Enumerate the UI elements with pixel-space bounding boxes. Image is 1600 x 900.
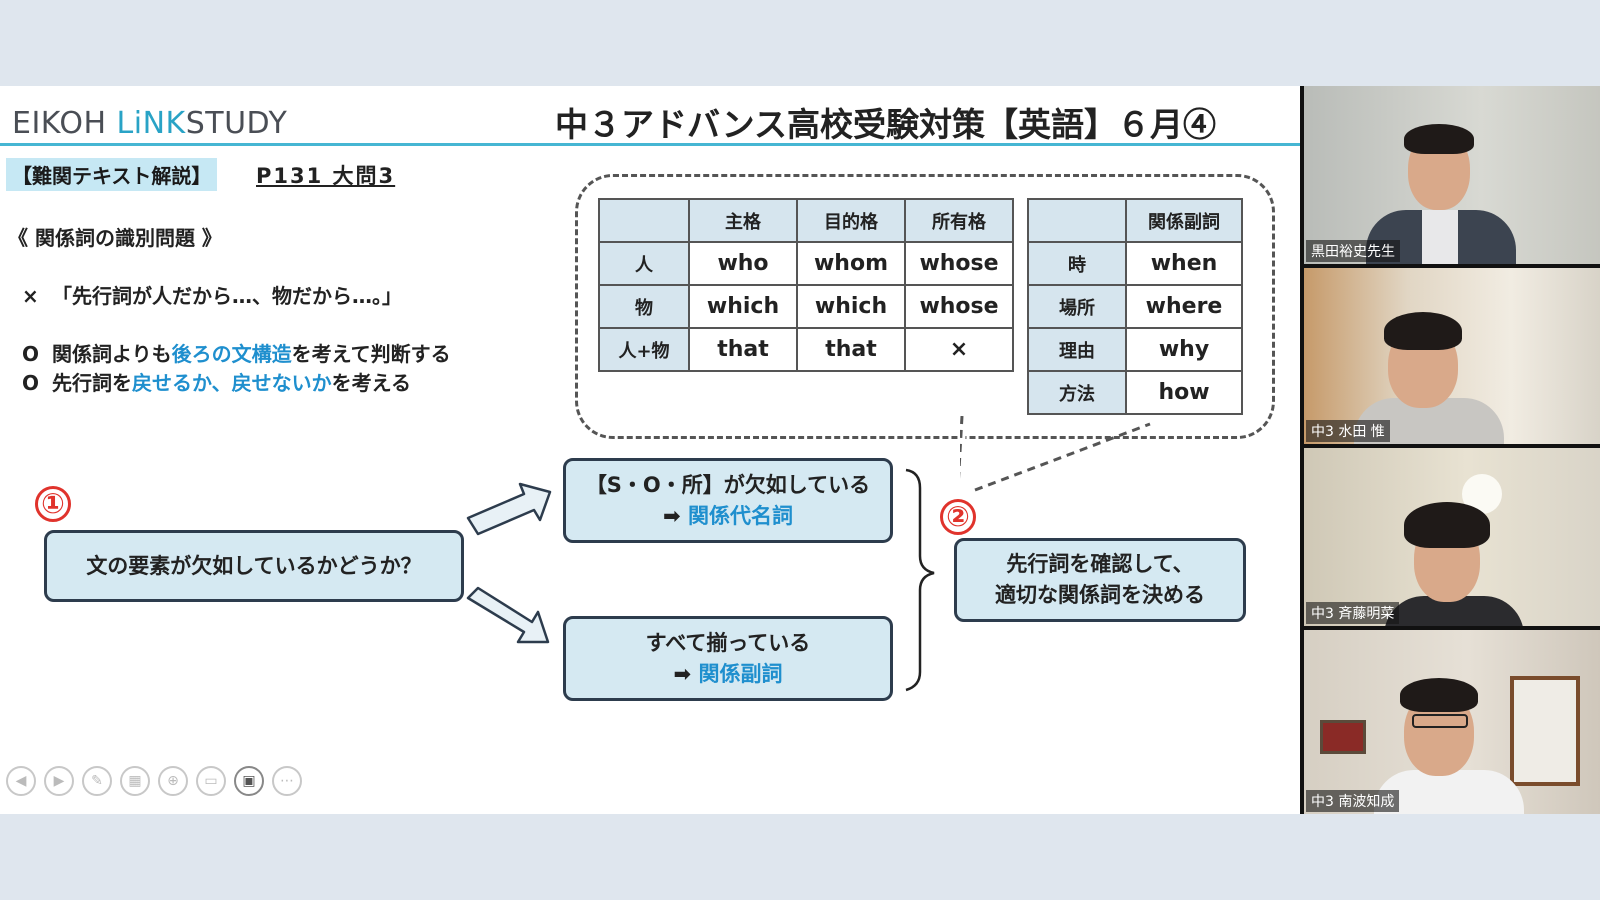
relative-pronoun-table: 主格 目的格 所有格 人 who whom whose 物 which whic… [598,198,1014,372]
slide-title: 中３アドバンス高校受験対策【英語】６月④ [555,105,1216,144]
topic-heading: 《 関係詞の識別問題 》 [8,226,222,250]
slide: EIKOH LiNKSTUDY 中３アドバンス高校受験対策【英語】６月④ 【難関… [0,86,1300,814]
table-row: 物 which which whose [598,284,1014,329]
table-bubble [575,174,1275,439]
circle-icon: O [22,371,40,395]
table-header-row: 関係副詞 [1027,198,1243,243]
participant-name: 中3 水田 惟 [1306,420,1390,442]
text-tag: 【難関テキスト解説】 [6,158,218,191]
page-reference: P131 大問3 [256,164,396,188]
relative-adverb-table: 関係副詞 時 when 場所 where 理由 why 方法 how [1027,198,1243,415]
bubble-tail [960,416,966,487]
logo: EIKOH LiNKSTUDY [12,106,288,141]
presentation-controls: ◀ ▶ ✎ ▦ ⊕ ▭ ▣ ⋯ [6,766,302,796]
table-row: 人+物 that that × [598,327,1014,372]
play-icon[interactable]: ▶ [44,766,74,796]
flow-connectors [466,422,1151,692]
video-tile[interactable]: 中3 水田 惟 [1304,268,1600,444]
video-tile[interactable]: 黒田裕史先生 [1304,86,1600,264]
camera-icon[interactable]: ▣ [234,766,264,796]
table-row: 方法 how [1027,370,1243,415]
panel-divider [1300,86,1304,814]
participant-panel: 黒田裕史先生 中3 水田 惟 中3 斉藤明菜 中3 [1304,86,1600,814]
video-tile[interactable]: 中3 南波知成 [1304,630,1600,814]
cross-icon: × [22,284,39,308]
grid-icon[interactable]: ▦ [120,766,150,796]
step-two-marker: ② [940,499,976,535]
participant-name: 黒田裕史先生 [1306,240,1400,262]
question-box: 文の要素が欠如しているかどうか？ [44,530,464,602]
dashed-connector [974,422,1151,492]
arrow-right-icon: ➡ [663,503,681,528]
table-row: 理由 why [1027,327,1243,372]
header-divider [0,143,1300,146]
presentation-stage: EIKOH LiNKSTUDY 中３アドバンス高校受験対策【英語】６月④ 【難関… [0,86,1600,814]
arrow-right-icon: ➡ [673,661,692,686]
more-icon[interactable]: ⋯ [272,766,302,796]
table-row: 時 when [1027,241,1243,286]
circle-icon: O [22,342,40,366]
participant-name: 中3 南波知成 [1306,790,1400,812]
table-row: 場所 where [1027,284,1243,329]
complete-elements-box: すべて揃っている ➡ 関係副詞 [563,616,893,701]
prev-icon[interactable]: ◀ [6,766,36,796]
bracket [905,468,935,692]
zoom-icon[interactable]: ⊕ [158,766,188,796]
arrow-up-right-icon [466,482,552,536]
subtitle-icon[interactable]: ▭ [196,766,226,796]
table-row: 人 who whom whose [598,241,1014,286]
decide-box: 先行詞を確認して、 適切な関係詞を決める [954,538,1246,622]
participant-name: 中3 斉藤明菜 [1306,602,1400,624]
table-header-row: 主格 目的格 所有格 [598,198,1014,243]
missing-elements-box: 【S・O・所】が欠如している ➡ 関係代名詞 [563,458,893,543]
pen-icon[interactable]: ✎ [82,766,112,796]
note-line-1: ×「先行詞が人だから…、物だから…。」 [22,284,402,308]
step-one-marker: ① [35,486,71,522]
arrow-down-right-icon [466,586,550,644]
video-tile[interactable]: 中3 斉藤明菜 [1304,448,1600,626]
